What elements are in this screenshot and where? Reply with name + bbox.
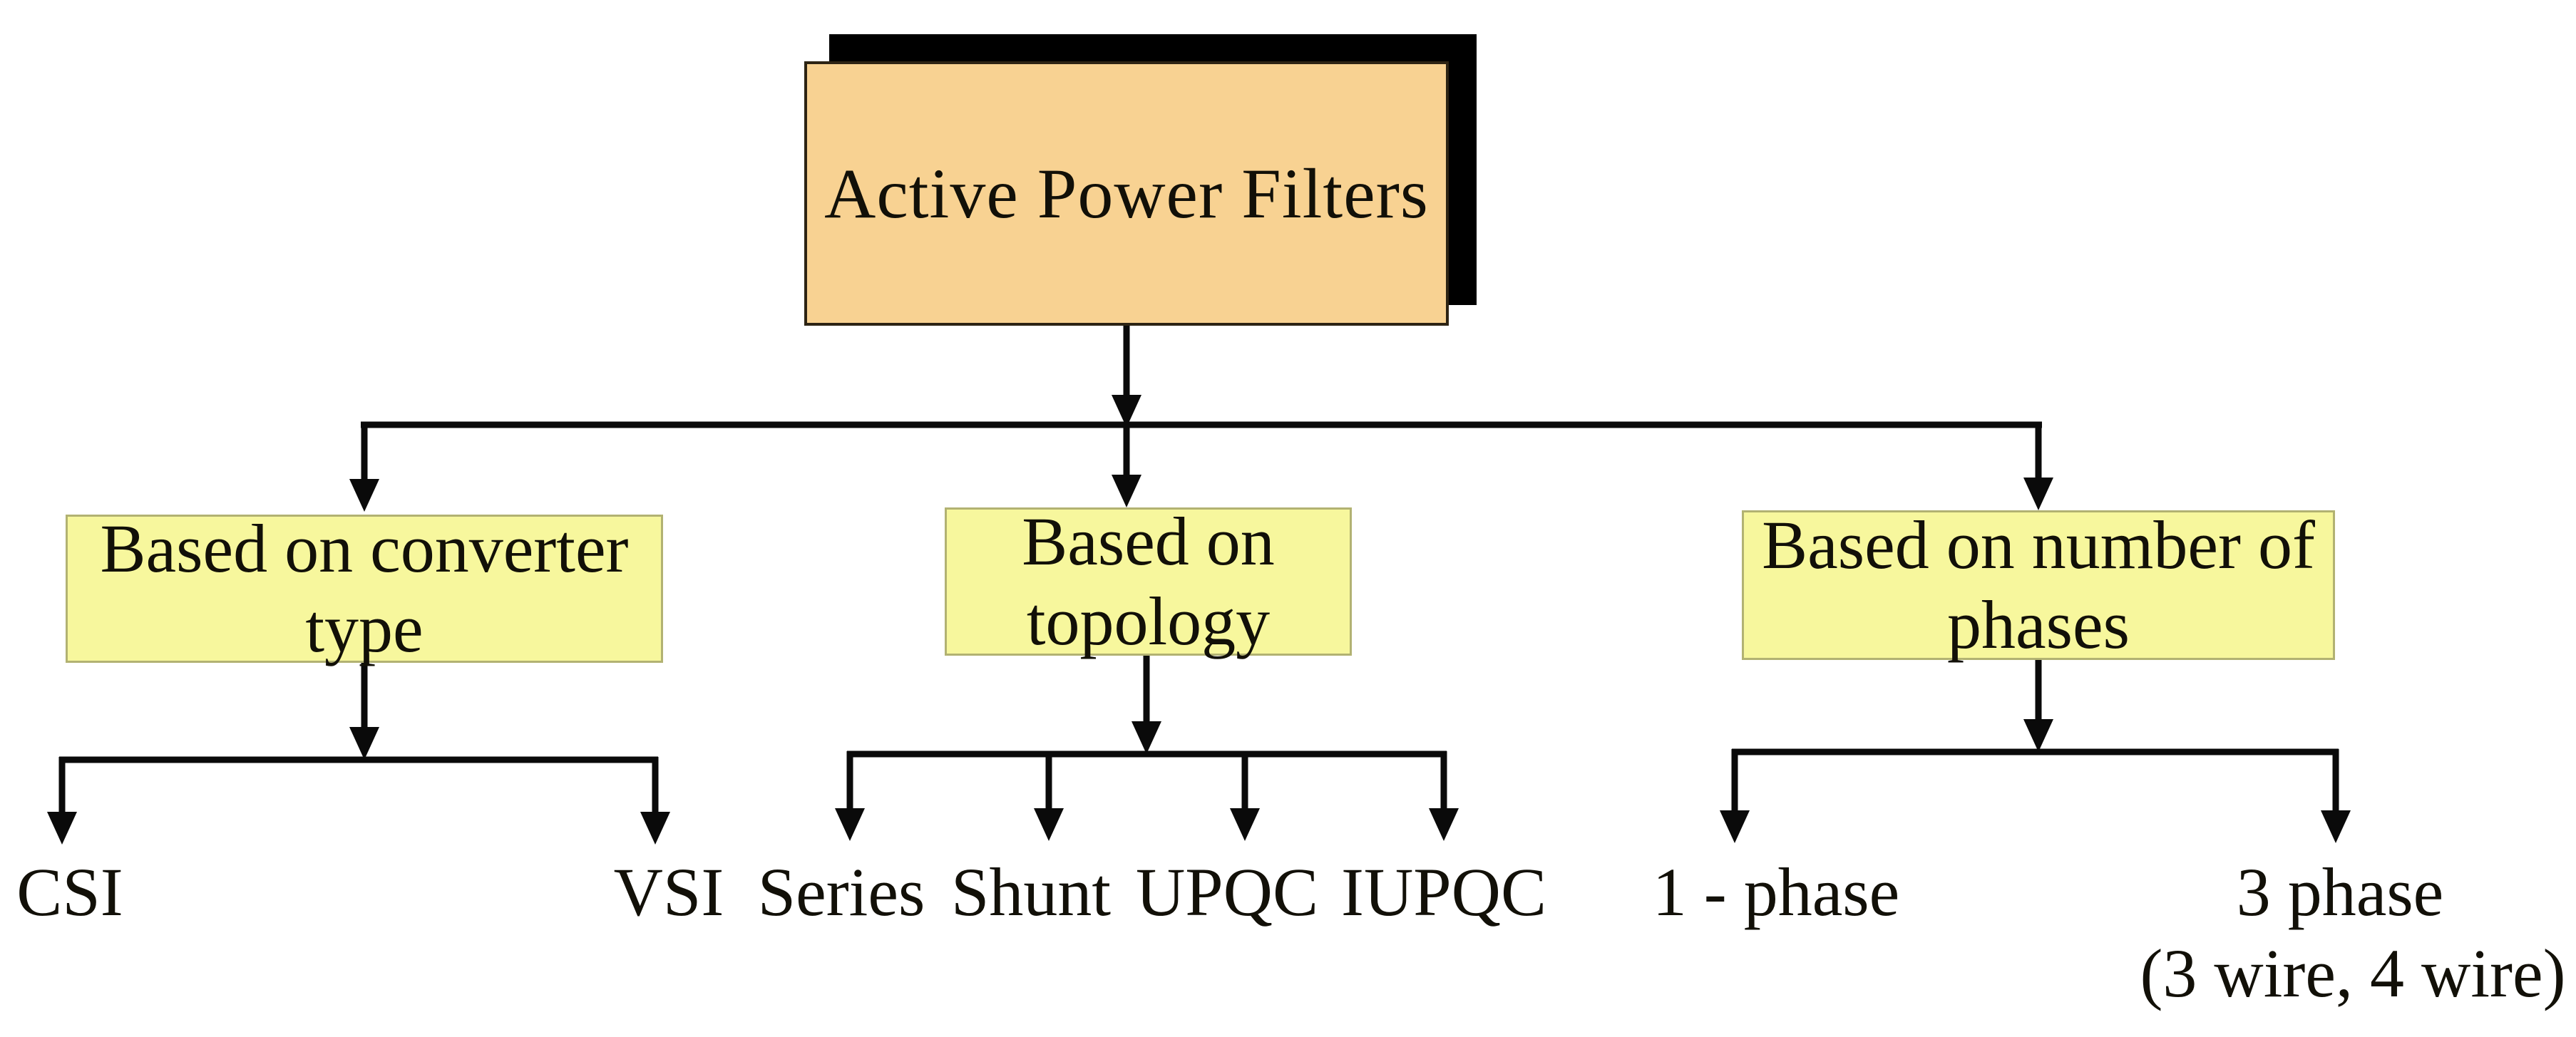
connector-to-iupqc <box>1429 751 1459 841</box>
leaf-label-one-phase: 1 - phase <box>1652 854 1900 930</box>
connector-to-three-phase <box>2321 749 2351 843</box>
arrowhead-down-icon <box>835 808 865 841</box>
category-node-phases: Based on number of phases <box>1742 507 2335 663</box>
connector-to-category-converter <box>349 422 379 512</box>
leaf-label-csi: CSI <box>16 854 123 930</box>
arrowhead-down-icon <box>1132 721 1161 754</box>
category-label-line: type <box>305 590 424 666</box>
connector-root-to-junction <box>1112 324 1141 428</box>
category-node-converter-type: Based on converter type <box>66 510 663 666</box>
arrowhead-down-icon <box>47 812 77 845</box>
leaf-label-upqc: UPQC <box>1135 854 1319 930</box>
leaf-label-three-phase-note: (3 wire, 4 wire) <box>2140 935 2566 1011</box>
leaf-label-vsi: VSI <box>613 854 724 930</box>
arrowhead-down-icon <box>349 479 379 512</box>
arrowhead-down-icon <box>1034 808 1064 841</box>
connector-to-one-phase <box>1720 749 1750 843</box>
connector-to-shunt <box>1034 751 1064 841</box>
connector-phases-stem <box>2023 659 2053 752</box>
root-node-label: Active Power Filters <box>824 154 1429 233</box>
category-node-topology: Based on topology <box>945 503 1352 659</box>
category-label-line: Based on number of <box>1762 506 2315 583</box>
connector-to-category-phases <box>2023 422 2053 510</box>
connector-to-vsi <box>640 757 670 845</box>
leaf-label-iupqc: IUPQC <box>1340 854 1547 930</box>
arrowhead-down-icon <box>1112 395 1141 428</box>
arrowhead-down-icon <box>1429 808 1459 841</box>
arrowhead-down-icon <box>349 727 379 760</box>
connector-to-series <box>835 751 865 841</box>
arrowhead-down-icon <box>1720 810 1750 843</box>
connector-to-csi <box>47 757 77 845</box>
leaf-label-series: Series <box>757 854 925 930</box>
connector-converter-stem <box>349 661 379 760</box>
arrowhead-down-icon <box>640 812 670 845</box>
connector-to-upqc <box>1230 751 1260 841</box>
category-label-line: topology <box>1026 583 1271 659</box>
arrowhead-down-icon <box>2023 719 2053 752</box>
category-label-line: phases <box>1947 587 2130 663</box>
arrowhead-down-icon <box>2321 810 2351 843</box>
category-label-line: Based on <box>1022 502 1275 579</box>
connector-to-category-topology <box>1112 425 1141 507</box>
root-node: Active Power Filters <box>804 61 1449 326</box>
connector-topology-stem <box>1132 654 1161 754</box>
category-label-line: Based on converter <box>100 510 629 587</box>
arrowhead-down-icon <box>1112 475 1141 507</box>
arrowhead-down-icon <box>2023 478 2053 510</box>
leaf-label-shunt: Shunt <box>950 854 1112 930</box>
leaf-label-three-phase: 3 phase <box>2236 854 2444 930</box>
arrowhead-down-icon <box>1230 808 1260 841</box>
